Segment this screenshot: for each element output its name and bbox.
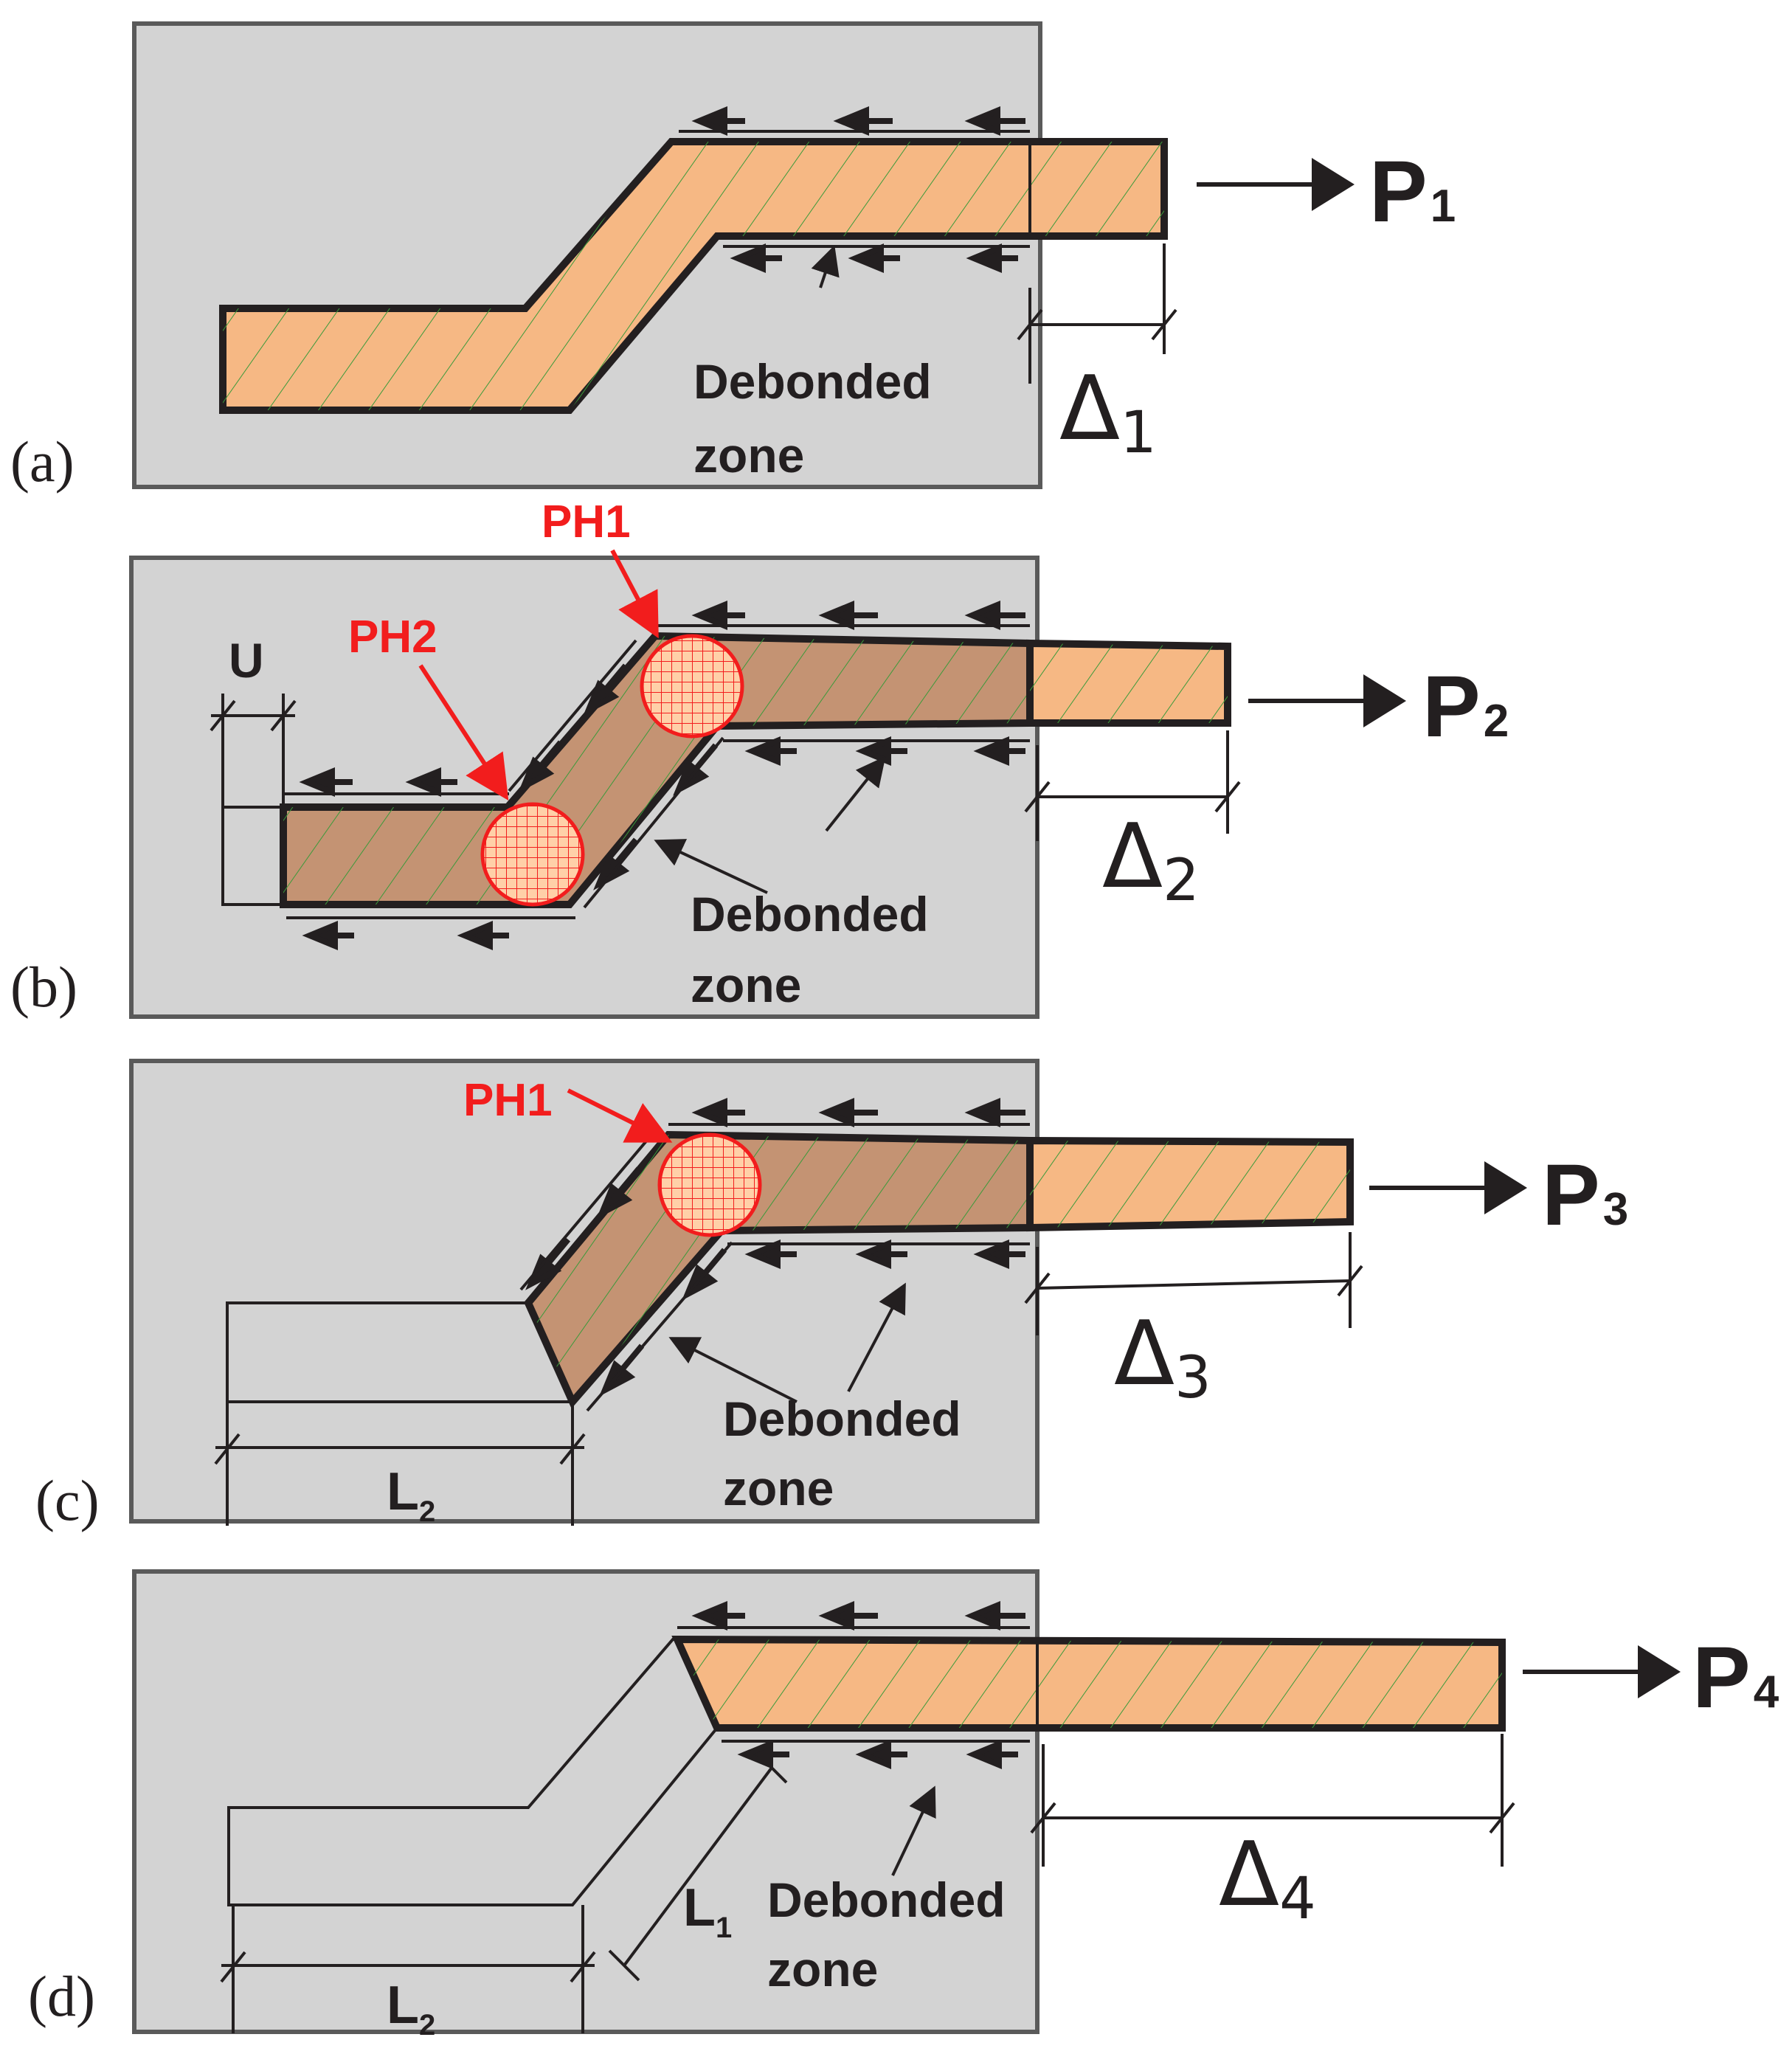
- load-label: P1: [1369, 143, 1456, 241]
- l2-dimension: [220, 1905, 596, 2033]
- l2-label: L2: [387, 1462, 435, 1528]
- plastic-hinge-2: [480, 802, 585, 907]
- slip-dimension: [1024, 1232, 1363, 1335]
- slip-dimension: [1017, 243, 1177, 384]
- slip-label: Δ4: [1219, 1824, 1316, 1932]
- plastic-hinge-1: [657, 1133, 762, 1237]
- debonded-zone-label-2: zone: [691, 958, 801, 1012]
- ph2-label: PH2: [348, 612, 437, 663]
- panel-label: (a): [10, 429, 75, 494]
- bond-stress-arrows: [691, 106, 1025, 273]
- slip-dimension: [1024, 730, 1241, 841]
- load-label: P2: [1422, 658, 1509, 755]
- panel-label: (c): [35, 1468, 100, 1532]
- panel-b: PH1 PH2 U P2 Δ2 Debonded zone (b): [10, 497, 1509, 1019]
- panel-c: PH1 L2 P3 Δ3 Debonded zone (c): [35, 1059, 1628, 1532]
- panel-d: L1 L2 P4 Δ4 Debonded zone (d): [28, 1569, 1779, 2041]
- debonded-zone-label: Debonded: [691, 887, 929, 941]
- slip-label: Δ1: [1059, 358, 1157, 466]
- debonded-zone-label: Debonded: [723, 1391, 961, 1446]
- load-label: P3: [1542, 1147, 1628, 1244]
- ph1-label: PH1: [463, 1075, 553, 1126]
- plastic-hinge-1: [640, 634, 744, 739]
- slip-dimension: [1030, 1734, 1515, 1867]
- u-dimension: [210, 694, 297, 807]
- slip-label: Δ2: [1102, 806, 1200, 914]
- l1-dimension: [608, 1752, 788, 1982]
- panel-label: (b): [10, 955, 77, 1019]
- debonded-zone-label-2: zone: [767, 1942, 878, 1996]
- load-label: P4: [1692, 1629, 1779, 1726]
- bond-stress-arrows: [691, 1601, 1025, 1769]
- l2-dimension: [214, 1402, 586, 1526]
- l2-label: L2: [387, 1976, 435, 2041]
- l1-label: L1: [683, 1878, 732, 1944]
- ph1-label: PH1: [542, 497, 631, 547]
- u-label: U: [229, 633, 264, 688]
- panel-label: (d): [28, 1964, 95, 2028]
- debonded-zone-label-2: zone: [693, 428, 804, 483]
- debonded-zone-label-2: zone: [723, 1461, 834, 1515]
- slip-label: Δ3: [1114, 1303, 1211, 1411]
- debonded-zone-label: Debonded: [693, 354, 932, 409]
- panel-a: P1 Δ1 Debonded zone (a): [10, 21, 1456, 494]
- debonded-zone-label: Debonded: [767, 1873, 1006, 1927]
